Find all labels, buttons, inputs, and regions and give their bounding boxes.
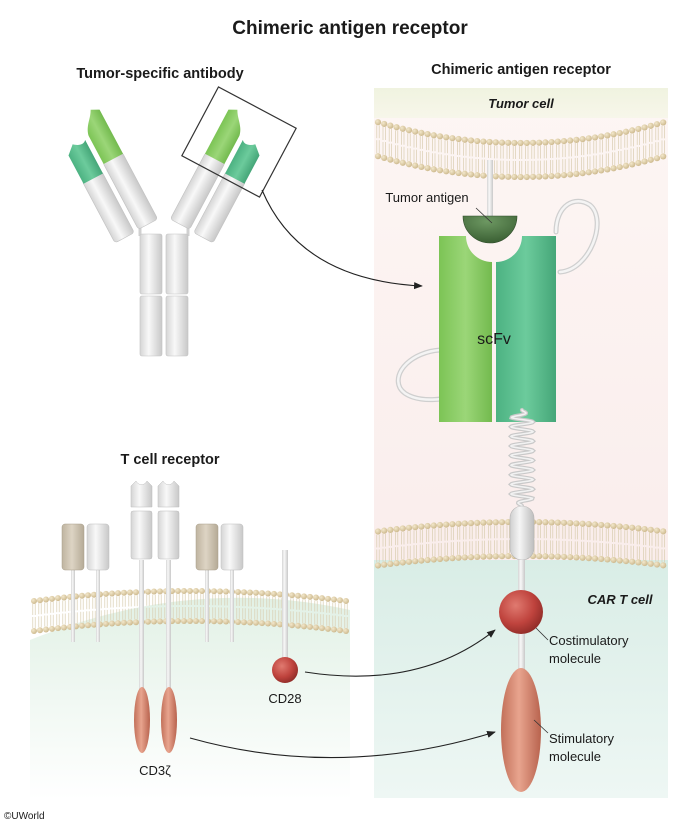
cd3-zeta-right [161, 687, 177, 753]
scfv-heavy-chain-domain [496, 236, 556, 422]
arrow-cd3zeta-to-stimulatory [189, 730, 496, 759]
scfv-linker-loop-upper-highlight [554, 200, 599, 274]
tumor-antigen-stalk [487, 160, 493, 218]
stimulatory-label-line1: Stimulatory [549, 731, 615, 746]
antibody-left-light-chain [68, 139, 134, 243]
antibody-fc-heavy-right-upper [165, 233, 189, 295]
tumor-antigen-leader-line [475, 207, 493, 224]
cd3-delta-right [220, 523, 244, 571]
tumor-cell-membrane [374, 119, 667, 181]
tumor-antigen-shape [462, 215, 518, 244]
tumor-antigen-label: Tumor antigen [385, 190, 468, 205]
scfv-label: scFv [477, 331, 511, 348]
tcr-alpha-constant [130, 510, 153, 560]
antibody-right-light-chain [194, 139, 260, 243]
arrow-cd28-to-costimulatory [304, 629, 496, 677]
cd3-zeta-left [134, 687, 150, 753]
tcr-heading: T cell receptor [120, 452, 219, 468]
cd3-gamma-left [86, 523, 110, 571]
car-transmembrane-domain [509, 505, 535, 561]
tcr-beta-constant [157, 510, 180, 560]
costimulatory-label-line2: molecule [549, 651, 601, 666]
cd3-epsilon-right [195, 523, 219, 571]
car-t-cell-label: CAR T cell [587, 592, 652, 607]
arrow-antibody-to-scfv [261, 189, 423, 290]
tcr-alpha-variable [130, 480, 153, 508]
cd28-sphere [272, 657, 298, 683]
car-heading: Chimeric antigen receptor [431, 62, 611, 78]
stimulatory-leader-line [533, 719, 549, 734]
car-t-cell-membrane [374, 518, 667, 569]
car-hinge-spring-highlight [509, 409, 535, 507]
antibody-fc-heavy-left-lower [139, 295, 163, 357]
cd28-label: CD28 [268, 691, 301, 706]
variable-region-selection-box [181, 86, 297, 198]
antibody-fc-heavy-left-upper [139, 233, 163, 295]
cd3-epsilon-left [61, 523, 85, 571]
stimulatory-molecule-ellipse [501, 668, 541, 792]
antibody-heading: Tumor-specific antibody [76, 66, 243, 82]
costimulatory-label-line1: Costimulatory [549, 633, 629, 648]
tumor-cell-exterior [374, 88, 668, 118]
tumor-cell-label: Tumor cell [488, 96, 554, 111]
tumor-specific-antibody [68, 86, 297, 357]
stimulatory-label-line2: molecule [549, 749, 601, 764]
costimulatory-molecule-sphere [499, 590, 543, 634]
antibody-left-heavy-chain [87, 109, 158, 229]
copyright-text: ©UWorld [4, 811, 45, 822]
tcr-cell-interior [30, 597, 350, 800]
antibody-fc-heavy-right-lower [165, 295, 189, 357]
scfv-light-chain-domain [439, 236, 492, 422]
cd3-zeta-label: CD3ζ [139, 763, 171, 778]
t-cell-receptor-panel: CD3ζ CD28 [30, 480, 350, 800]
diagram-title: Chimeric antigen receptor [232, 18, 468, 39]
costimulatory-leader-line [535, 627, 549, 641]
tcr-beta-variable [157, 480, 180, 508]
car-panel: Tumor cell CAR T cell Tumor antigen scFv… [374, 88, 668, 798]
